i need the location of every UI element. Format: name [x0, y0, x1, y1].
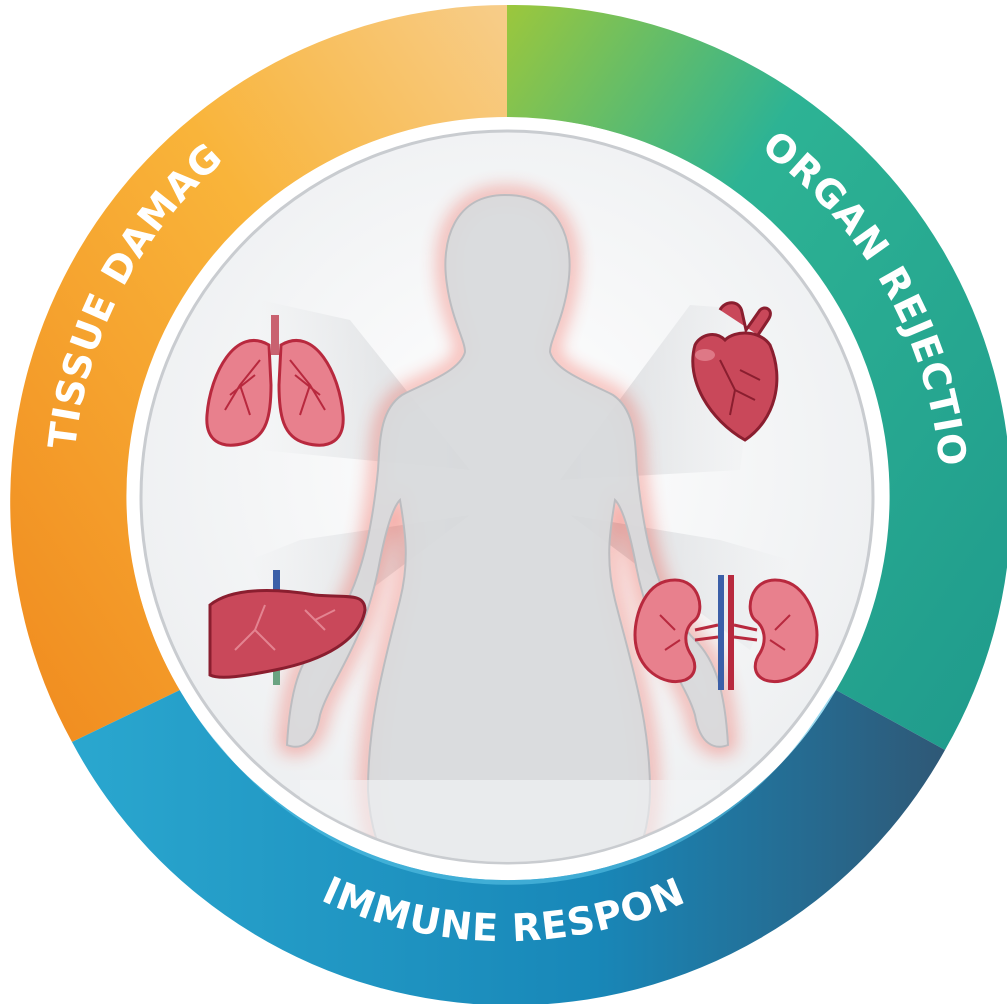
- lungs-icon: [205, 315, 345, 447]
- ring-segment-organ-rejection: [507, 4, 1007, 750]
- ring: [10, 4, 1007, 1004]
- heart-icon: [691, 301, 779, 442]
- ring-segment-tissue-damage: [10, 5, 508, 742]
- ring-segment-immune-response: [72, 690, 945, 1004]
- body-fill: [285, 193, 730, 862]
- kidneys-icon: [633, 575, 819, 690]
- liver-icon: [208, 570, 367, 685]
